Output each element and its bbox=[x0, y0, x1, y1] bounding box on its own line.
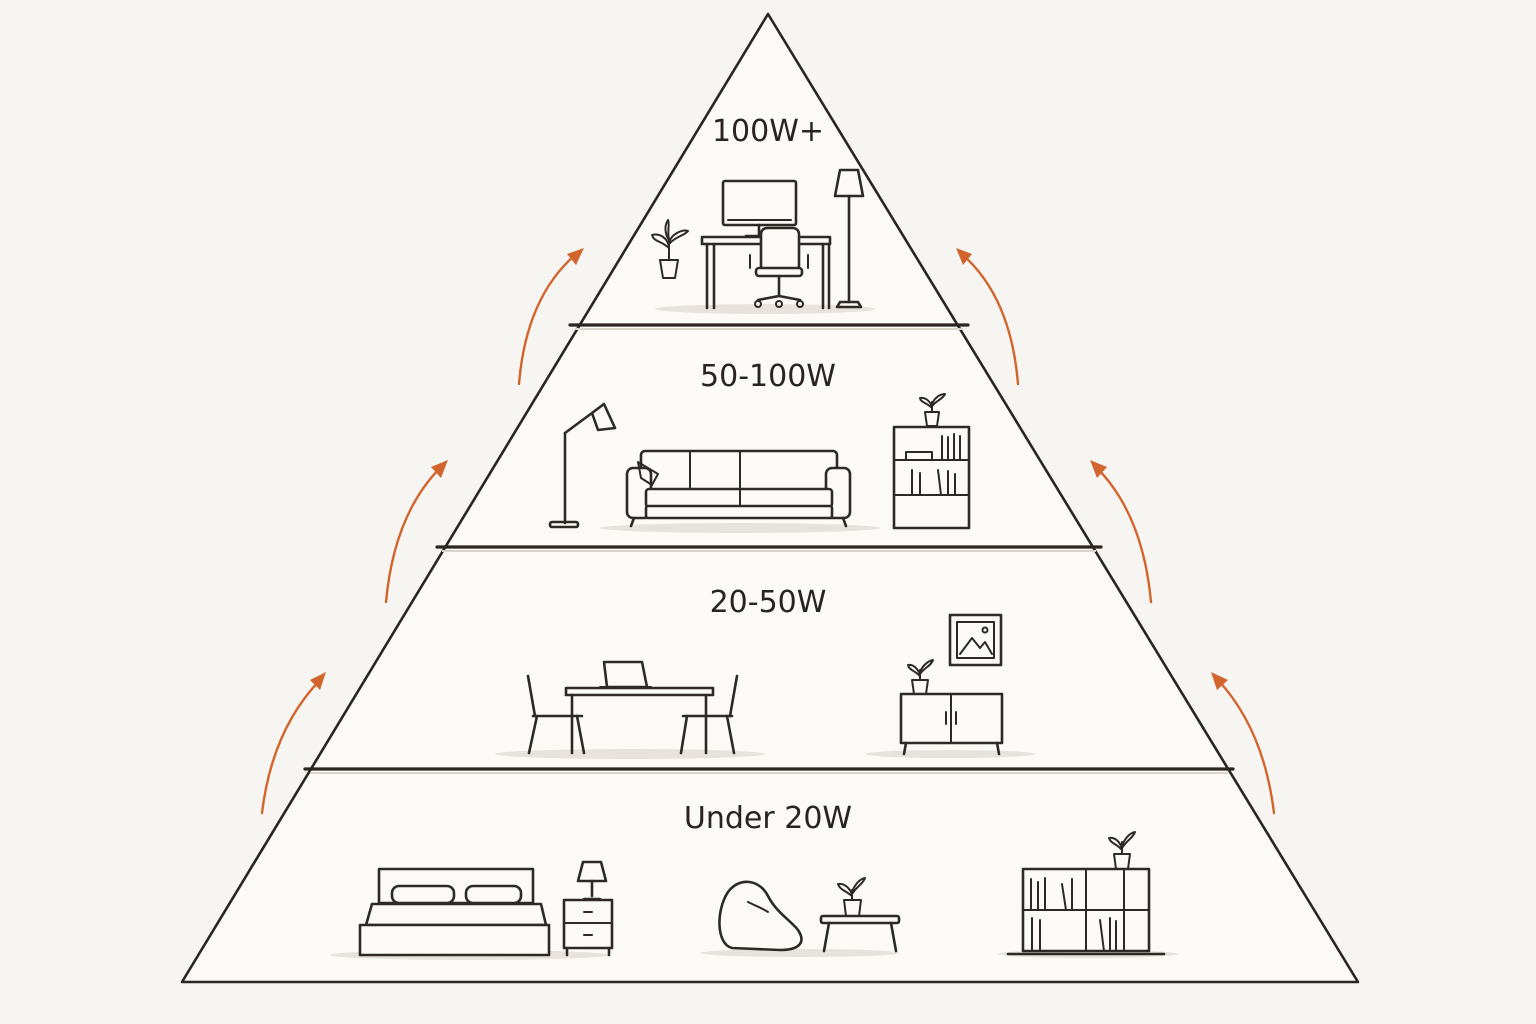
potted-plant-icon bbox=[651, 219, 689, 279]
bed-icon bbox=[358, 867, 551, 957]
floor-lamp-icon bbox=[833, 168, 865, 309]
arrow-left-1 bbox=[260, 672, 326, 815]
nightstand-icon bbox=[562, 898, 614, 957]
potted-plant-icon bbox=[919, 393, 946, 427]
office-chair-icon bbox=[749, 226, 809, 308]
arrow-right-1 bbox=[1211, 672, 1276, 815]
tier-label-20-50w: 20-50W bbox=[710, 585, 827, 620]
dining-table-icon bbox=[564, 686, 715, 755]
tier-label-under-20w: Under 20W bbox=[684, 801, 852, 836]
tier-label-100w-plus: 100W+ bbox=[712, 114, 824, 149]
dining-chair-icon bbox=[526, 674, 586, 755]
tier-label-50-100w: 50-100W bbox=[700, 359, 836, 394]
arrow-right-2 bbox=[1090, 460, 1153, 604]
sofa-icon bbox=[625, 449, 852, 528]
arrow-left-3 bbox=[517, 248, 584, 386]
dining-chair-icon bbox=[679, 674, 739, 755]
arc-lamp-icon bbox=[548, 402, 617, 529]
arrow-left-2 bbox=[384, 460, 448, 604]
bookshelf-icon bbox=[892, 425, 971, 530]
coffee-table-icon bbox=[819, 914, 901, 953]
sideboard-icon bbox=[899, 692, 1004, 756]
arrow-right-3 bbox=[956, 248, 1020, 386]
bean-bag-icon bbox=[718, 880, 803, 952]
shelving-unit-icon bbox=[1006, 867, 1166, 956]
pyramid-outline bbox=[180, 12, 1360, 984]
framed-picture-icon bbox=[948, 613, 1003, 667]
